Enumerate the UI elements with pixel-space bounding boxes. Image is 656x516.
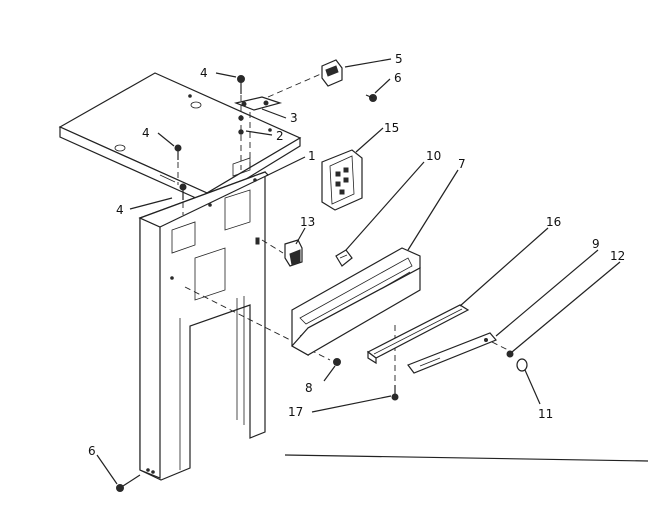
callout-4-lower: 4 (116, 203, 124, 217)
label-part-9 (407, 332, 497, 374)
switch-part-5 (321, 59, 343, 87)
callout-12: 12 (610, 249, 625, 263)
connector-part-15 (321, 149, 363, 211)
callout-7: 7 (458, 157, 466, 171)
assembly-lines (177, 69, 513, 385)
callout-1: 1 (308, 149, 316, 163)
main-frame (138, 157, 270, 481)
callout-5: 5 (395, 52, 403, 66)
callout-6-bottom: 6 (88, 444, 96, 458)
spacer-part-12 (506, 350, 514, 358)
callout-2: 2 (276, 129, 284, 143)
screw-part-17 (391, 385, 399, 401)
strip-part-16 (366, 304, 470, 365)
callout-17: 17 (288, 405, 303, 419)
callout-8: 8 (305, 381, 313, 395)
callout-10: 10 (426, 149, 441, 163)
callout-15: 15 (384, 121, 399, 135)
bracket-part-3 (233, 96, 283, 135)
callout-4-middle: 4 (142, 126, 150, 140)
screw-part-6-bottom (116, 474, 141, 492)
callout-13: 13 (300, 215, 315, 229)
callout-4-top: 4 (200, 66, 208, 80)
clip-part-13 (284, 239, 303, 267)
callout-6-top: 6 (394, 71, 402, 85)
screw-part-8 (333, 358, 341, 366)
baseline (284, 454, 649, 462)
screw-part-4 (174, 75, 245, 200)
callout-11: 11 (538, 407, 553, 421)
screw-part-6-top (365, 94, 377, 102)
callout-16: 16 (546, 215, 561, 229)
bezel-part-7 (291, 247, 421, 357)
callout-9: 9 (592, 237, 600, 251)
leader-lines (96, 58, 621, 485)
callout-labels: 1 2 3 4 4 4 5 6 6 7 8 9 10 11 12 13 15 1… (88, 52, 625, 458)
callout-3: 3 (290, 111, 298, 125)
knob-part-11 (516, 358, 528, 372)
tab-part-10 (335, 249, 353, 267)
